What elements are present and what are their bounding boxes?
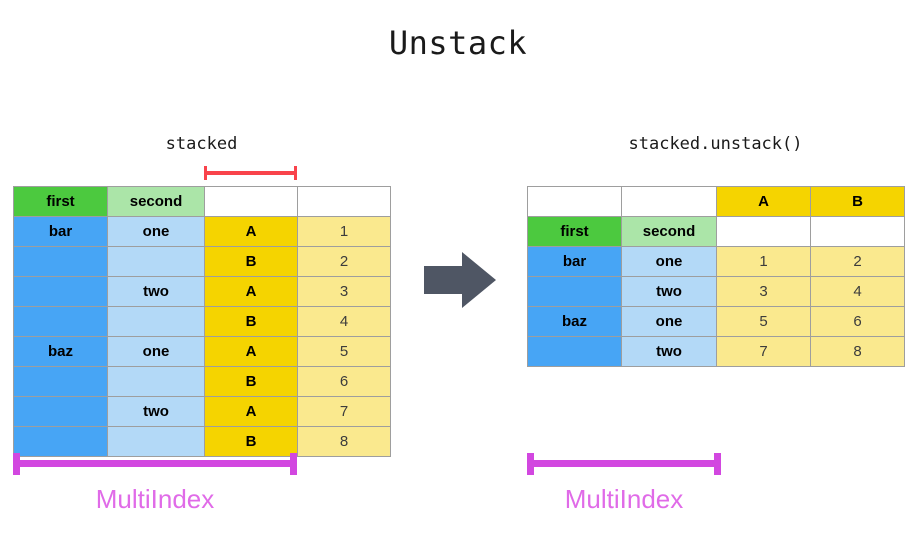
cell-value-b: 2 bbox=[810, 246, 905, 277]
cell-first bbox=[527, 336, 622, 367]
cell-value: 4 bbox=[297, 306, 391, 337]
table-row: two A 7 bbox=[13, 396, 391, 427]
cell-inner: B bbox=[204, 246, 298, 277]
index-name-first: first bbox=[13, 186, 108, 217]
cell-inner: A bbox=[204, 216, 298, 247]
cell-inner: B bbox=[204, 426, 298, 457]
cell-inner: A bbox=[204, 396, 298, 427]
cell-first: bar bbox=[13, 216, 108, 247]
multiindex-bracket-left bbox=[13, 453, 297, 475]
cell-first bbox=[13, 426, 108, 457]
cell-first bbox=[527, 276, 622, 307]
unstacked-table: A B first second bar one 1 2 two 3 4 baz… bbox=[527, 186, 905, 367]
cell-value-b: 8 bbox=[810, 336, 905, 367]
cell-value: 5 bbox=[297, 336, 391, 367]
cell-first: baz bbox=[13, 336, 108, 367]
cell-value-b: 6 bbox=[810, 306, 905, 337]
cell-value: 2 bbox=[297, 246, 391, 277]
header-blank-inner bbox=[204, 186, 298, 217]
table-column-header-row: A B bbox=[527, 186, 905, 217]
table-row: baz one 5 6 bbox=[527, 306, 905, 337]
cell-second: one bbox=[107, 216, 205, 247]
table-row: B 4 bbox=[13, 306, 391, 337]
cell-first bbox=[13, 246, 108, 277]
cell-value-a: 1 bbox=[716, 246, 811, 277]
table-row: baz one A 5 bbox=[13, 336, 391, 367]
header-blank-value bbox=[297, 186, 391, 217]
cell-inner: A bbox=[204, 336, 298, 367]
cell-first bbox=[13, 276, 108, 307]
unstacked-table-caption: stacked.unstack() bbox=[628, 134, 803, 154]
table-row: bar one 1 2 bbox=[527, 246, 905, 277]
cell-value-a: 7 bbox=[716, 336, 811, 367]
stack-level-marker-bar bbox=[204, 171, 297, 175]
cell-second: two bbox=[621, 276, 717, 307]
cell-value-a: 3 bbox=[716, 276, 811, 307]
cell-value: 6 bbox=[297, 366, 391, 397]
cell-second: two bbox=[107, 396, 205, 427]
cell-inner: A bbox=[204, 276, 298, 307]
cell-value: 3 bbox=[297, 276, 391, 307]
table-row: B 6 bbox=[13, 366, 391, 397]
table-row: two A 3 bbox=[13, 276, 391, 307]
table-row: bar one A 1 bbox=[13, 216, 391, 247]
cell-value-a: 5 bbox=[716, 306, 811, 337]
cell-second: one bbox=[621, 306, 717, 337]
cell-first bbox=[13, 306, 108, 337]
index-name-second: second bbox=[107, 186, 205, 217]
corner-blank-0 bbox=[527, 186, 622, 217]
column-header-b: B bbox=[810, 186, 905, 217]
cell-second: one bbox=[107, 336, 205, 367]
index-name-blank-a bbox=[716, 216, 811, 247]
cell-second: two bbox=[107, 276, 205, 307]
column-header-a: A bbox=[716, 186, 811, 217]
cell-inner: B bbox=[204, 306, 298, 337]
cell-first bbox=[13, 366, 108, 397]
cell-value: 7 bbox=[297, 396, 391, 427]
cell-first bbox=[13, 396, 108, 427]
table-index-name-row: first second bbox=[527, 216, 905, 247]
index-name-first: first bbox=[527, 216, 622, 247]
table-row: two 7 8 bbox=[527, 336, 905, 367]
page-title: Unstack bbox=[388, 24, 528, 62]
table-row: B 8 bbox=[13, 426, 391, 457]
cell-second bbox=[107, 426, 205, 457]
multiindex-bracket-bar bbox=[527, 460, 721, 467]
cell-inner: B bbox=[204, 366, 298, 397]
table-row: B 2 bbox=[13, 246, 391, 277]
table-header-row: first second bbox=[13, 186, 391, 217]
table-row: two 3 4 bbox=[527, 276, 905, 307]
stacked-table: first second bar one A 1 B 2 two A 3 B bbox=[13, 186, 391, 457]
cell-second: one bbox=[621, 246, 717, 277]
stacked-table-caption: stacked bbox=[165, 134, 238, 154]
cell-value: 8 bbox=[297, 426, 391, 457]
transform-arrow-icon bbox=[424, 252, 496, 308]
index-name-second: second bbox=[621, 216, 717, 247]
multiindex-bracket-right-cap bbox=[290, 453, 297, 475]
index-name-blank-b bbox=[810, 216, 905, 247]
multiindex-bracket-bar bbox=[13, 460, 297, 467]
cell-second bbox=[107, 306, 205, 337]
corner-blank-1 bbox=[621, 186, 717, 217]
cell-second bbox=[107, 246, 205, 277]
cell-first: bar bbox=[527, 246, 622, 277]
multiindex-bracket-right bbox=[527, 453, 721, 475]
cell-value: 1 bbox=[297, 216, 391, 247]
cell-second: two bbox=[621, 336, 717, 367]
cell-value-b: 4 bbox=[810, 276, 905, 307]
multiindex-bracket-right-cap bbox=[714, 453, 721, 475]
multiindex-label-right: MultiIndex bbox=[564, 484, 684, 514]
stack-level-marker-right-cap bbox=[294, 166, 297, 180]
cell-first: baz bbox=[527, 306, 622, 337]
stack-level-marker bbox=[204, 166, 297, 180]
cell-second bbox=[107, 366, 205, 397]
multiindex-label-left: MultiIndex bbox=[95, 484, 215, 514]
